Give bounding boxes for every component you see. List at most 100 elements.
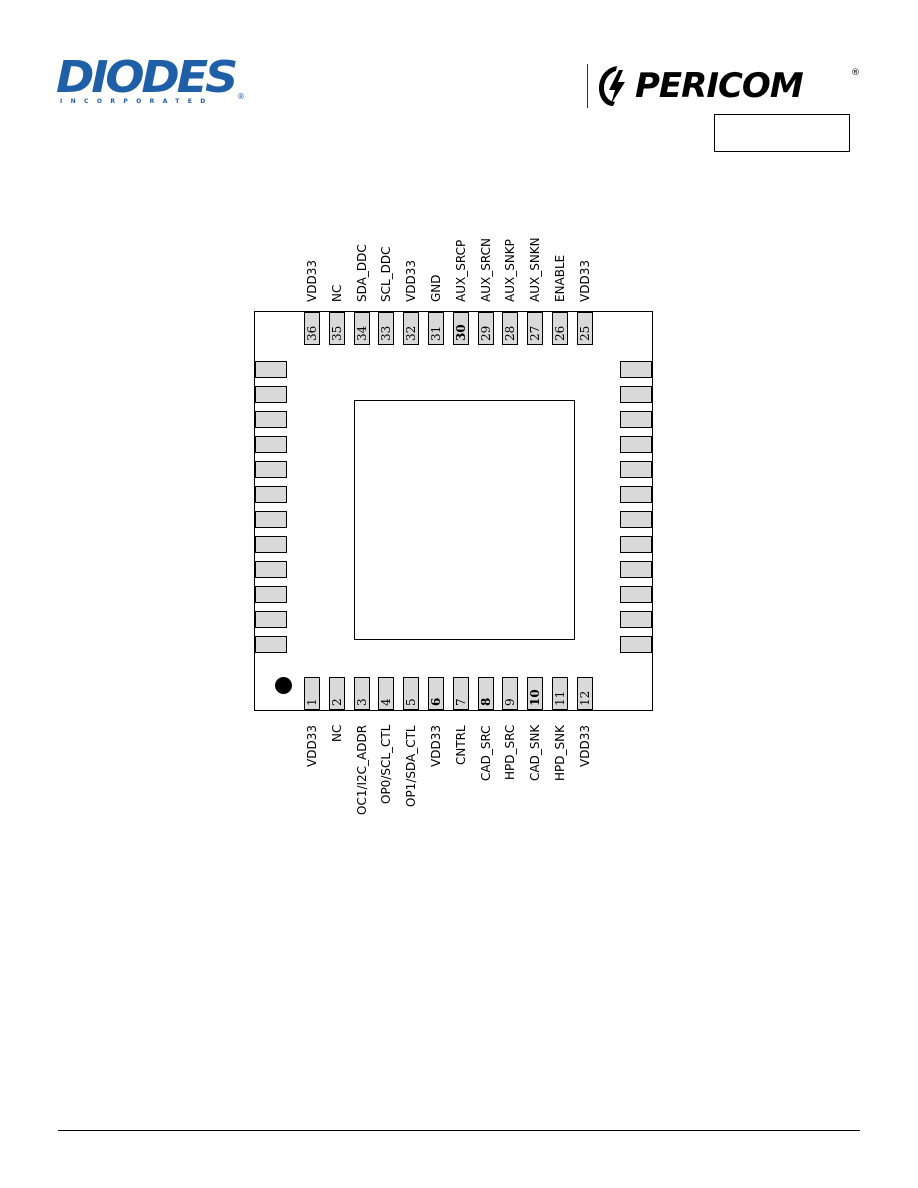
top-pin-34 (353, 312, 370, 345)
bottom-pin-9 (502, 677, 519, 710)
left-side-pin (255, 411, 287, 428)
pin-number: 36 (305, 325, 319, 341)
pin-label: NC (329, 724, 344, 742)
diodes-registered-mark: ® (237, 92, 245, 101)
right-side-pin (620, 461, 652, 478)
pin-number: 28 (503, 325, 518, 341)
right-side-pin (620, 386, 652, 403)
pin-number: 32 (404, 325, 419, 341)
bottom-pin-4 (378, 677, 395, 710)
pin-label: OC1/I2C_ADDR (354, 724, 369, 815)
right-side-pin (620, 361, 652, 378)
top-pin-25 (576, 312, 593, 345)
exposed-thermal-pad (354, 400, 575, 640)
right-side-pin (620, 436, 652, 453)
right-side-pin (620, 511, 652, 528)
pin-label: VDD33 (404, 260, 419, 302)
bottom-pin-11 (552, 677, 568, 710)
right-side-pin (620, 636, 652, 653)
pin-number: 2 (329, 698, 344, 706)
top-pin-27 (527, 312, 544, 345)
pin-label: ENABLE (553, 254, 567, 302)
top-pin-35 (328, 312, 345, 345)
bottom-pin-10 (527, 677, 544, 710)
left-side-pin (255, 361, 287, 378)
pericom-logo: PERICOM ® (587, 62, 867, 112)
pin-number: 26 (553, 325, 567, 341)
pin-label: HPD_SRC (503, 724, 518, 780)
pin-label: VDD33 (305, 725, 319, 767)
top-pin-36 (304, 312, 320, 345)
pin-number: 25 (577, 325, 592, 341)
pin-number: 1 (305, 698, 319, 706)
pin-number: 9 (503, 698, 518, 706)
chip-package-outline (254, 311, 653, 711)
left-side-pin (255, 536, 287, 553)
left-side-pin (255, 486, 287, 503)
pin-number: 12 (577, 690, 592, 706)
pin-number: 34 (354, 325, 369, 341)
right-side-pin (620, 561, 652, 578)
pin-number: 30 (453, 324, 468, 341)
bottom-pin-6 (428, 677, 444, 710)
pin-label: VDD33 (305, 260, 319, 302)
pericom-logo-word: PERICOM (635, 66, 804, 106)
top-pin-26 (552, 312, 568, 345)
top-pin-33 (378, 312, 395, 345)
pin-number: 31 (429, 325, 443, 341)
bottom-pin-8 (477, 677, 494, 710)
left-side-pin (255, 461, 287, 478)
right-side-pin (620, 486, 652, 503)
pin-number: 10 (528, 689, 543, 706)
top-pin-30 (452, 312, 469, 345)
right-side-pin (620, 586, 652, 603)
pin-label: SDA_DDC (354, 244, 369, 302)
pin-number: 27 (528, 325, 543, 341)
pin-number: 35 (329, 325, 344, 341)
left-side-pin (255, 561, 287, 578)
pin-label: CNTRL (453, 725, 468, 765)
pin-number: 4 (379, 698, 394, 706)
pin-number: 6 (429, 697, 443, 706)
pin-number: 3 (354, 698, 369, 706)
pin-number: 11 (553, 690, 567, 706)
diodes-logo: DIODES INCORPORATED (56, 56, 256, 112)
pin-label: VDD33 (577, 260, 592, 302)
bottom-pin-12 (576, 677, 593, 710)
diodes-logo-subtitle: INCORPORATED (60, 98, 214, 105)
pericom-bolt-icon (599, 66, 625, 106)
pin-label: VDD33 (577, 725, 592, 767)
top-pin-28 (502, 312, 519, 345)
pin-label: AUX_SRCN (478, 238, 493, 302)
pin-label: GND (429, 274, 443, 302)
left-side-pin (255, 586, 287, 603)
footer-divider (58, 1130, 860, 1131)
pin-label: NC (329, 284, 344, 302)
right-side-pin (620, 536, 652, 553)
pin-label: CAD_SNK (528, 724, 543, 781)
pin-number: 29 (478, 325, 493, 341)
top-pin-31 (428, 312, 444, 345)
pin-label: CAD_SRC (478, 725, 493, 781)
pin-label: HPD_SNK (553, 725, 567, 781)
pin1-marker-icon (275, 677, 292, 694)
left-side-pin (255, 511, 287, 528)
pin-label: VDD33 (429, 725, 443, 767)
diodes-logo-word: DIODES (56, 52, 238, 103)
pericom-registered-mark: ® (851, 68, 860, 78)
pericom-divider (587, 64, 588, 108)
pin-label: OP1/SDA_CTL (404, 725, 419, 807)
bottom-pin-7 (452, 677, 469, 710)
pin-number: 8 (478, 697, 493, 706)
bottom-pin-5 (403, 677, 420, 710)
part-number-box (714, 114, 850, 152)
right-side-pin (620, 611, 652, 628)
bottom-pin-3 (353, 677, 370, 710)
top-pin-29 (477, 312, 494, 345)
bottom-pin-2 (328, 677, 345, 710)
pin-label: AUX_SNKP (503, 239, 518, 302)
pin-number: 5 (404, 698, 419, 706)
left-side-pin (255, 386, 287, 403)
pin-number: 33 (379, 325, 394, 341)
pin-number: 7 (453, 698, 468, 706)
